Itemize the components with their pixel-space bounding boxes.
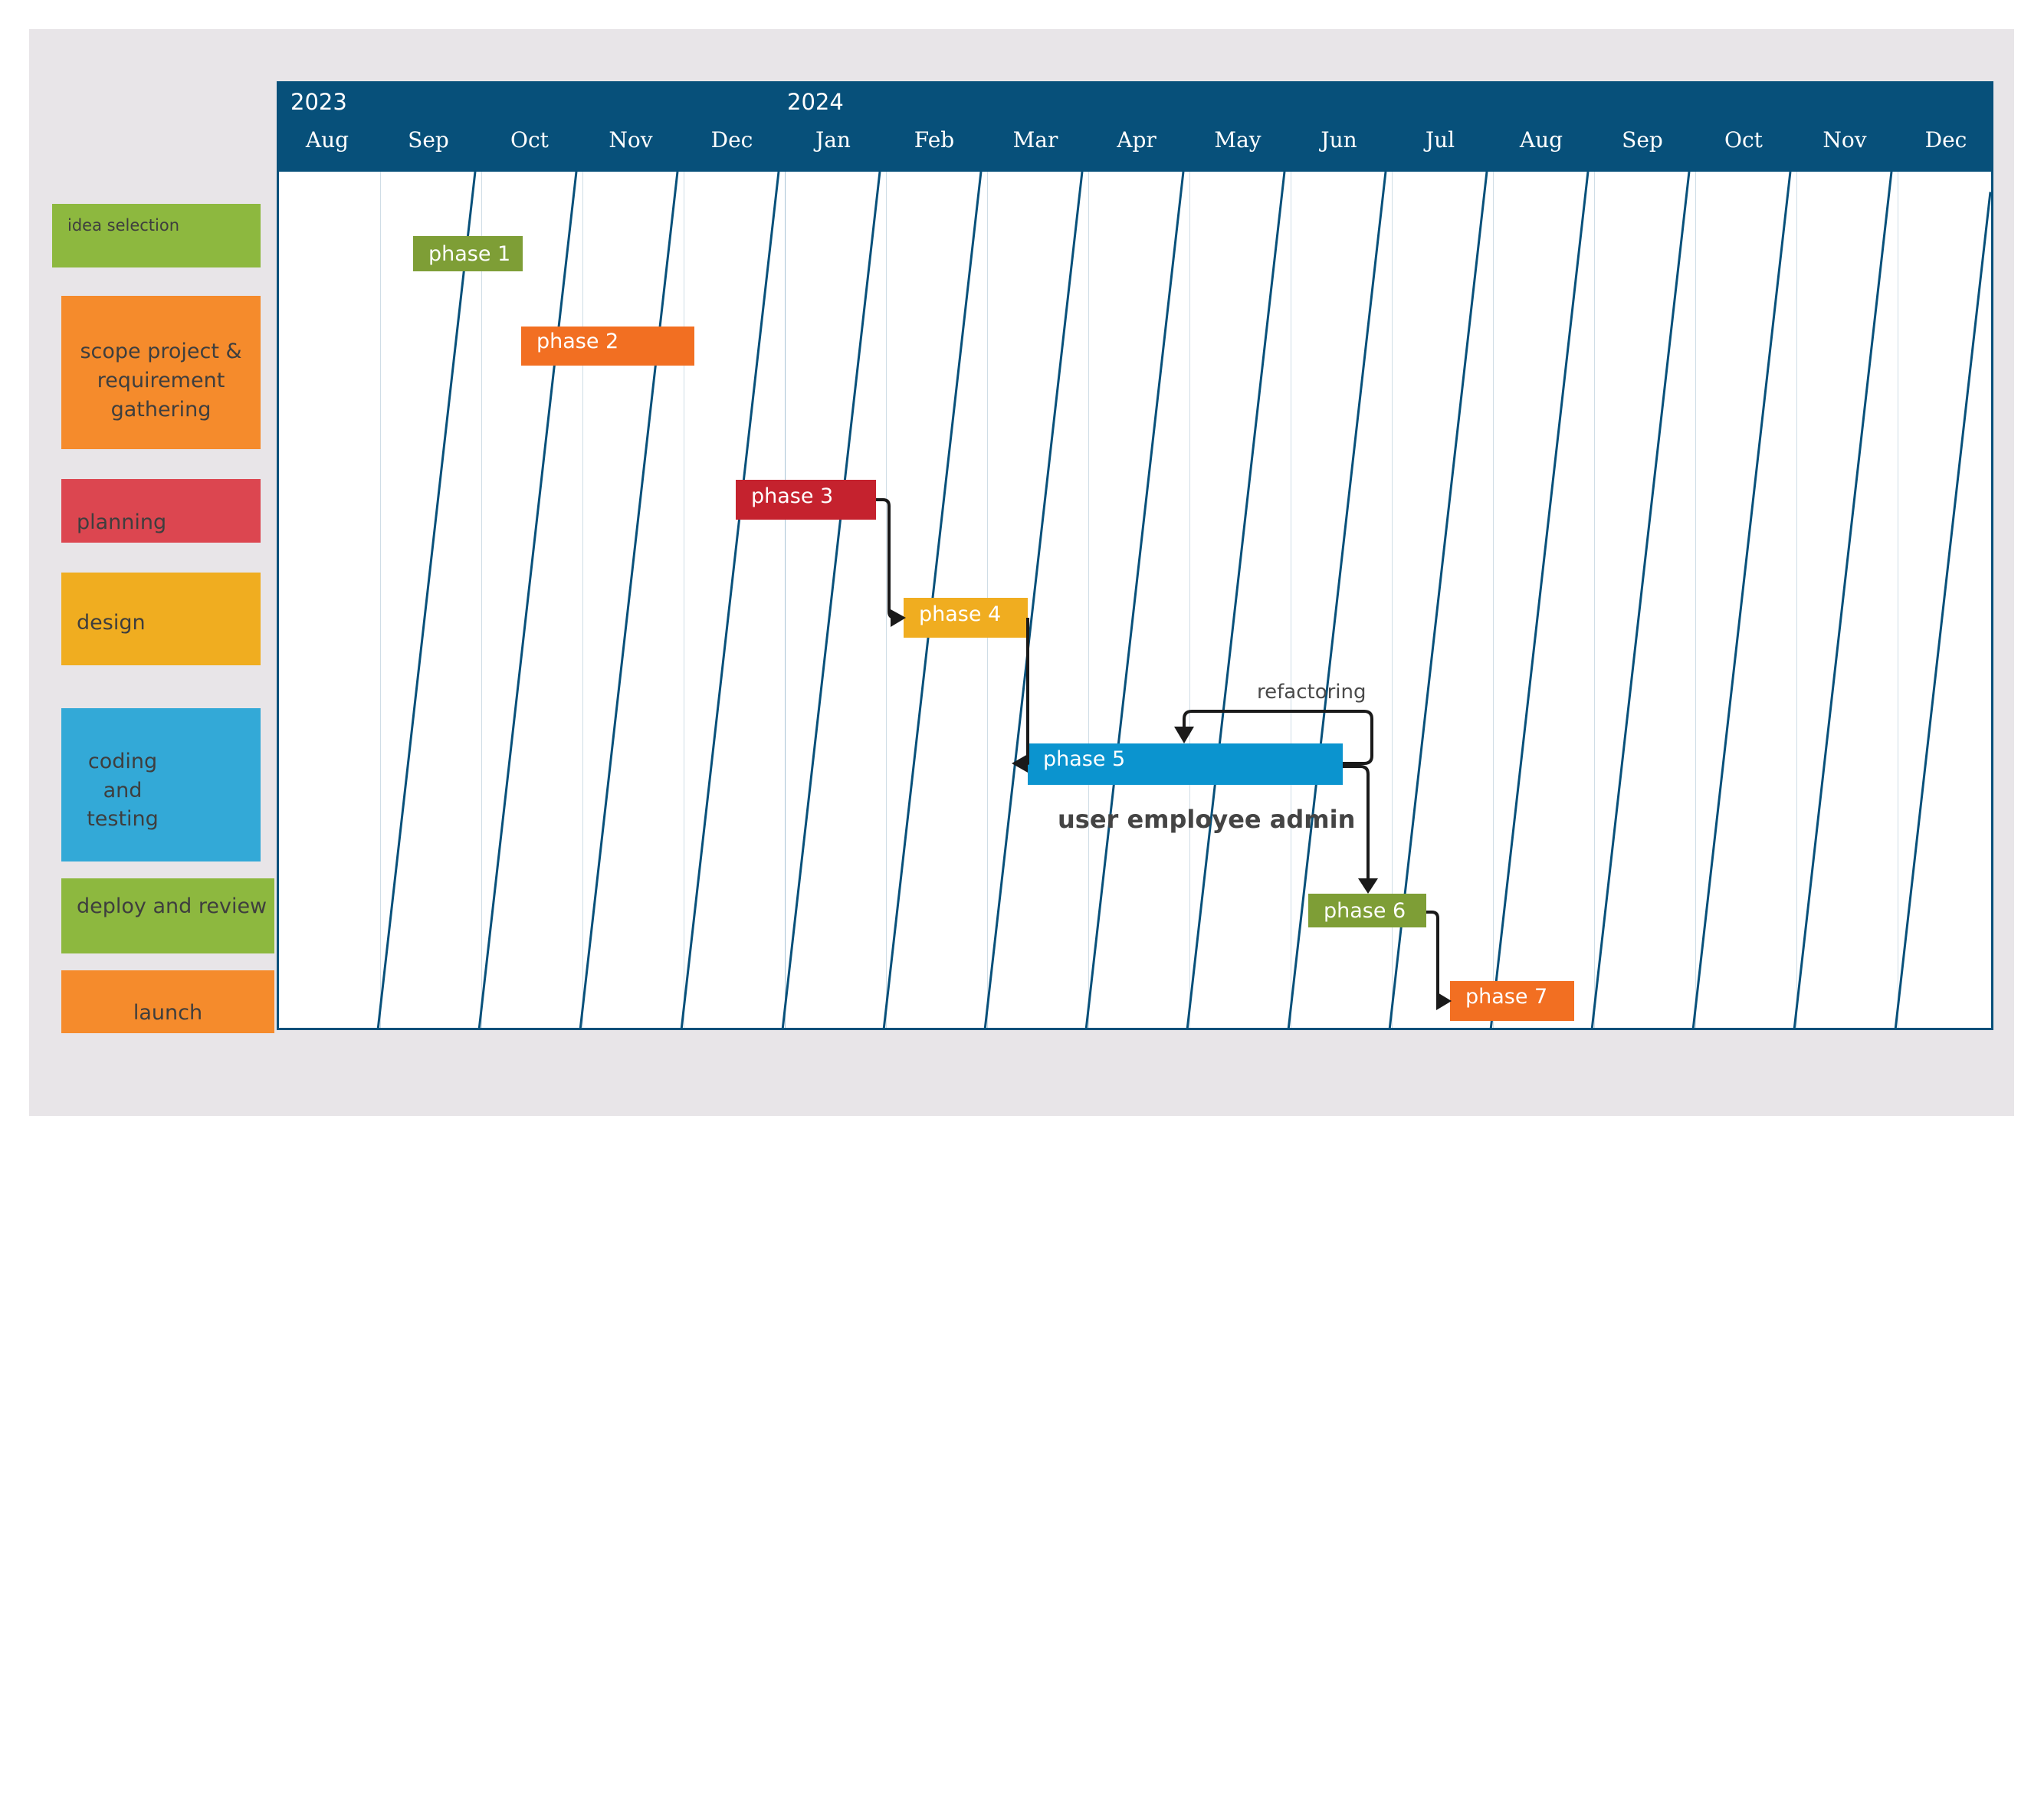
diagonal-month-line [1287,172,1387,1030]
month-gridline [1594,172,1595,1028]
month-label: Sep [408,127,449,153]
arrow-phase3-to-phase4 [876,498,896,619]
month-label: Feb [914,127,955,153]
phase-5-bar[interactable]: phase 5 [1028,743,1343,785]
row-label-text: idea selection [67,216,180,235]
timeline-header: Aug Sep Oct Nov Dec Jan Feb Mar Apr May Jun Jul Aug S… [277,81,1993,172]
diagonal-month-line [1793,172,1893,1030]
phase-6-bar[interactable]: phase 6 [1308,894,1426,927]
arrow-refactoring-loop [1183,710,1373,765]
month-label: Oct [1724,127,1763,153]
month-gridline [481,172,482,1028]
month-label: Dec [1924,127,1967,153]
row-label-idea-selection: idea selection [52,204,261,267]
phase-4-bar[interactable]: phase 4 [904,598,1028,638]
diagonal-month-line [781,172,881,1030]
diagonal-month-line [1489,172,1590,1030]
row-label-coding: coding and testing [61,708,261,861]
year-label: 2023 [290,89,347,115]
month-label: May [1214,127,1262,153]
arrowhead-phase6 [1358,878,1378,894]
phase-label: phase 3 [751,484,834,508]
diagonal-month-line [680,172,780,1030]
phase-2-bar[interactable]: phase 2 [521,327,694,366]
arrowhead-phase5 [1012,754,1028,773]
user-employee-admin-note: user employee admin [1058,805,1356,834]
row-label-text: design [77,610,146,635]
phase-label: phase 4 [919,602,1002,626]
month-label: Nov [1823,127,1867,153]
diagonal-month-line [1084,172,1185,1030]
arrowhead-phase7 [1436,992,1452,1010]
row-label-text: scope project & requirement gathering [80,340,242,422]
diagonal-month-line [579,172,679,1030]
month-label: Sep [1622,127,1663,153]
arrowhead-refactoring [1174,727,1194,743]
diagonal-month-line [1590,172,1691,1030]
diagonal-month-line [983,172,1084,1030]
row-label-text: launch [133,1001,203,1026]
month-label: Apr [1117,127,1157,153]
month-gridline [1088,172,1089,1028]
month-label: Nov [609,127,653,153]
arrow-phase4-to-phase5 [1019,618,1029,765]
row-label-text: planning [77,510,167,534]
month-gridline [1189,172,1190,1028]
month-label: Mar [1012,127,1058,153]
diagonal-month-line [376,172,477,1030]
phase-label: phase 2 [536,330,619,353]
year-label: 2024 [787,89,844,115]
row-label-text: coding and testing [87,749,159,832]
phase-1-bar[interactable]: phase 1 [413,236,523,271]
row-label-planning: planning [61,479,261,543]
month-label: Jun [1321,127,1357,153]
row-label-scope: scope project & requirement gathering [61,296,261,449]
arrowhead-phase4 [891,609,906,627]
row-label-text: deploy and review [77,894,267,918]
month-gridline [1695,172,1696,1028]
refactoring-annotation: refactoring [1257,681,1366,704]
month-label: Dec [710,127,753,153]
month-gridline [1493,172,1494,1028]
month-gridline [582,172,583,1028]
arrow-phase5-to-phase6 [1343,765,1370,880]
diagonal-month-line [1388,172,1488,1030]
month-gridline [380,172,381,1028]
diagonal-lines [376,172,1992,1030]
phase-3-bar[interactable]: phase 3 [736,480,876,520]
month-gridline [1796,172,1797,1028]
row-label-launch: launch [61,970,274,1033]
diagonal-month-line [1691,172,1792,1030]
month-label: Jan [815,127,851,153]
row-label-deploy: deploy and review [61,878,274,953]
month-gridline [886,172,887,1028]
diagonal-month-line [1894,192,1992,1030]
diagonal-month-line [477,172,578,1030]
month-gridline [785,172,786,1028]
phase-label: phase 7 [1465,985,1548,1009]
diagonal-month-line [1186,172,1286,1030]
phase-label: phase 1 [428,241,511,266]
phase-label: phase 6 [1324,898,1406,923]
phase-7-bar[interactable]: phase 7 [1450,981,1574,1021]
phase-label: phase 5 [1043,747,1126,771]
month-gridline [1392,172,1393,1028]
month-label: Aug [1519,127,1563,153]
arrow-phase6-to-phase7 [1426,911,1441,1003]
row-label-design: design [61,573,261,665]
month-label: Jul [1425,127,1455,153]
month-label: Aug [305,127,349,153]
month-label: Oct [510,127,549,153]
